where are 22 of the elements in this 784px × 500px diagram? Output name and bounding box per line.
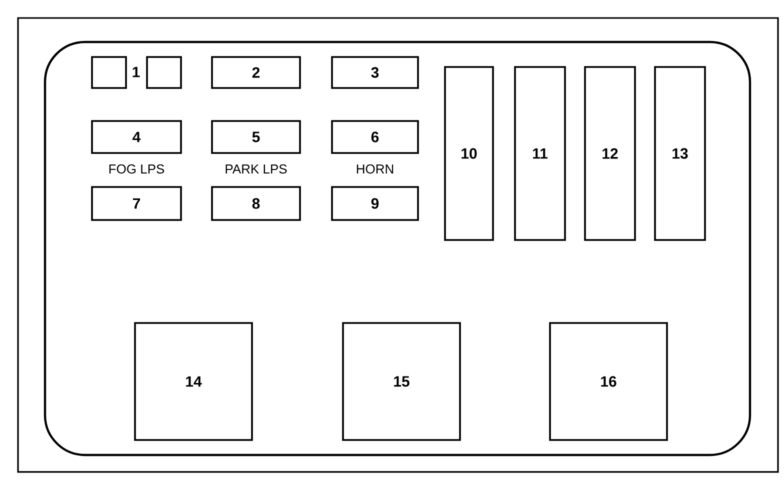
fuse: 3 <box>331 56 419 89</box>
fuse: 7 <box>91 186 182 221</box>
fuse: 5 <box>211 120 301 154</box>
relay: 16 <box>549 322 668 441</box>
fuse-panel <box>44 40 752 456</box>
relay: 12 <box>584 66 636 241</box>
fuse: 2 <box>211 56 301 89</box>
relay: 11 <box>514 66 566 241</box>
fuse: 6 <box>331 120 419 154</box>
fuse-label: PARK LPS <box>226 164 287 174</box>
fuse: 4 <box>91 120 182 154</box>
fuse-label: FOG LPS <box>109 164 164 174</box>
fuse: 8 <box>211 186 301 221</box>
fuse: 9 <box>331 186 419 221</box>
relay: 10 <box>444 66 494 241</box>
fuse-slot <box>91 56 127 89</box>
relay: 13 <box>654 66 706 241</box>
fuse-number: 1 <box>132 66 140 78</box>
fuse-slot <box>146 56 182 89</box>
fuse-label: HORN <box>356 164 394 174</box>
relay: 15 <box>342 322 461 441</box>
relay: 14 <box>134 322 253 441</box>
